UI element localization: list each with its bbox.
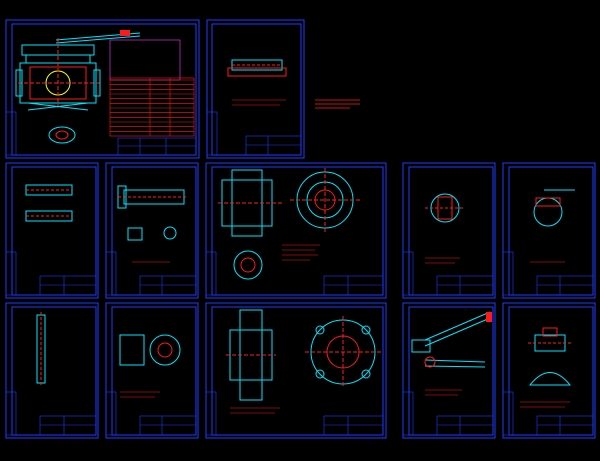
body-flange-view [290,168,360,232]
sheet-body-left[interactable] [205,162,387,299]
body-right-flange-view [305,316,381,388]
sheet-seal-ring[interactable] [5,162,99,299]
note-block [315,99,360,109]
sheet-assembly[interactable] [5,19,200,159]
sheet-bonnet[interactable] [502,302,596,439]
sheet-ball[interactable] [402,162,496,299]
sheet-gland[interactable] [502,162,596,299]
sheet-stem[interactable] [105,162,199,299]
sheet-body-right[interactable] [205,302,387,439]
sheet-assembly-titleblock [5,111,197,156]
assembly-bottom-view [48,126,76,144]
assembly-parts-table [109,39,195,137]
sheet-gasket[interactable] [5,302,99,439]
sheet-seat[interactable] [105,302,199,439]
assembly-handle [55,30,141,44]
sheet-handle-part[interactable] [206,19,305,159]
assembly-valve-body [15,38,101,111]
sheet-lever[interactable] [402,302,496,439]
